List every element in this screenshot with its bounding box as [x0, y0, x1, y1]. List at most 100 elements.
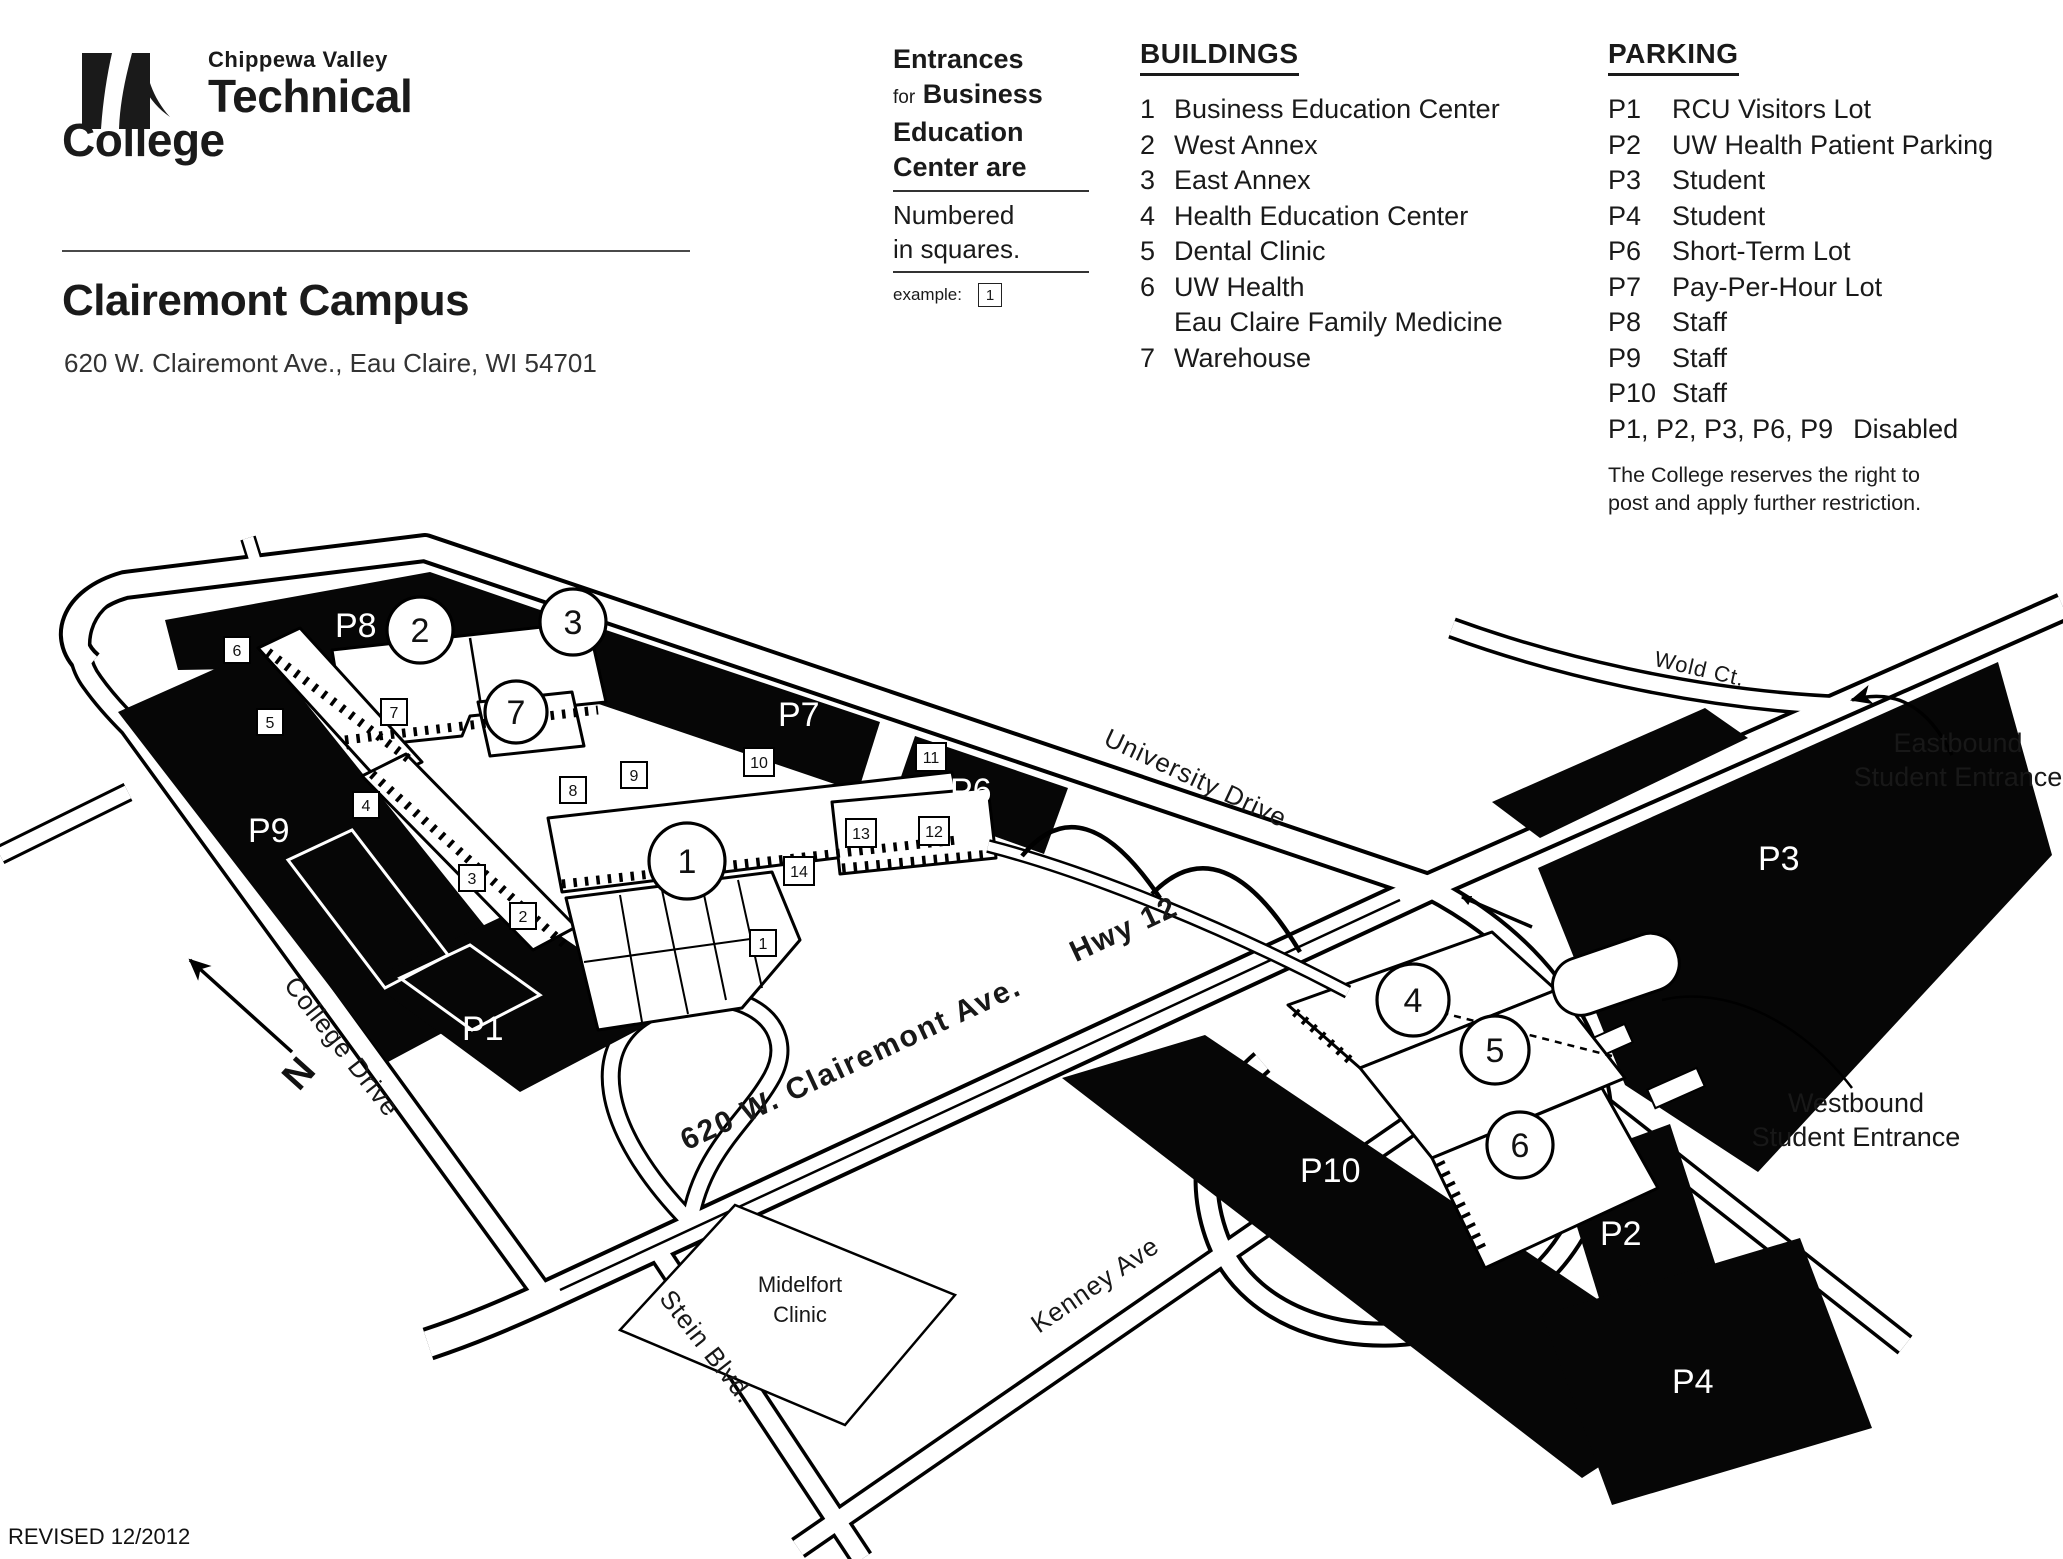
svg-text:8: 8 [569, 783, 578, 800]
svg-text:4: 4 [1404, 982, 1423, 1020]
map-arrows [188, 685, 1954, 1089]
college-logo-icon [82, 53, 170, 129]
entrance-marker-10: 10 [743, 747, 775, 777]
svg-text:4: 4 [362, 798, 371, 815]
entrance-marker-13: 13 [845, 818, 877, 848]
campus-address: 620 W. Clairemont Ave., Eau Claire, WI 5… [64, 348, 597, 378]
logo-text-line2: Technical [208, 70, 413, 122]
parking-lot-p7 [578, 628, 880, 792]
annex-divider-line [468, 637, 484, 713]
entrances-note-line4: Center are [893, 150, 1089, 192]
entrances-note-line6: in squares. [893, 232, 1089, 273]
revised-date: REVISED 12/2012 [8, 1524, 191, 1549]
parking-lot-p3 [1538, 662, 2052, 1172]
building-item-cont: Eau Claire Family Medicine [1174, 307, 1503, 337]
entrance-marker-7: 7 [380, 698, 408, 726]
svg-text:14: 14 [790, 864, 808, 881]
westbound-entrance-leader [1661, 995, 1853, 1089]
clairemont-median-line [559, 898, 1401, 1292]
building-marker-6: 6 [1485, 1110, 1555, 1180]
svg-text:6: 6 [233, 643, 242, 660]
building-marker-7: 7 [483, 679, 549, 745]
logo-text-line3: College [62, 114, 225, 166]
lot-label-p1: P1 [462, 1010, 504, 1048]
window-band [369, 770, 567, 948]
building-markers: 1 2 3 4 5 6 7 [385, 587, 1555, 1180]
college-logo: Chippewa Valley Technical College [62, 45, 702, 245]
lot-label-p9: P9 [248, 812, 290, 850]
svg-text:3: 3 [468, 871, 477, 888]
svg-text:13: 13 [852, 826, 870, 843]
p1-interior-outline [397, 943, 543, 1032]
bridge-arch [1020, 824, 1162, 900]
entrance-marker-8: 8 [559, 776, 587, 804]
entrance-marker-12: 12 [918, 816, 950, 846]
entrances-note-line3: Education [893, 117, 1024, 147]
entrance-marker-1: 1 [749, 929, 777, 957]
building-marker-4: 4 [1375, 962, 1451, 1038]
example-square-marker: 1 [977, 283, 1002, 307]
campus-entrance-arrow [1461, 895, 1533, 929]
svg-text:3: 3 [564, 604, 583, 642]
entrances-note-line5: Numbered [893, 200, 1015, 230]
eastbound-entrance-arrow [1850, 685, 1954, 756]
svg-text:7: 7 [390, 705, 399, 722]
buildings-legend-title: BUILDINGS [1140, 38, 1299, 76]
pedestrian-bridge [986, 824, 1352, 999]
svg-text:10: 10 [750, 755, 768, 772]
parking-lot-p3-north-strip [1492, 708, 1748, 838]
midelfort-clinic-label-line1: Midelfort [758, 1272, 842, 1297]
building-bec-west-wing-upper [256, 626, 424, 784]
svg-text:7: 7 [507, 694, 526, 732]
parking-lot-p1 [368, 908, 672, 1092]
svg-text:9: 9 [630, 768, 639, 785]
entrance-markers: 1 2 3 4 5 6 7 8 9 10 11 12 13 14 [223, 636, 950, 957]
svg-text:11: 11 [923, 750, 940, 767]
lot-label-p7: P7 [778, 696, 820, 734]
road-label-hwy12: Hwy 12 [1065, 890, 1184, 969]
entrances-note-line1: Entrances [893, 44, 1024, 74]
westbound-entrance-label-line2: Student Entrance [1752, 1122, 1961, 1152]
parking-lot-p4 [1542, 1238, 1872, 1505]
building-marker-5: 5 [1459, 1014, 1531, 1086]
p3-crosswalk-notch [1645, 1066, 1707, 1110]
entrance-marker-4: 4 [352, 791, 380, 819]
eastbound-entrance-label-line1: Eastbound [1893, 728, 2022, 758]
svg-text:2: 2 [519, 909, 528, 926]
title-divider [62, 250, 690, 252]
lot-label-p10: P10 [1300, 1152, 1361, 1190]
window-band [841, 849, 991, 873]
entrance-marker-3: 3 [458, 864, 486, 892]
window-band [561, 835, 958, 889]
entrances-note-line2: for Business [893, 79, 1043, 109]
entrance-marker-14: 14 [783, 856, 815, 886]
building-marker-3: 3 [538, 587, 608, 657]
entrance-marker-5: 5 [256, 708, 284, 736]
north-compass-label: N [274, 1050, 324, 1099]
page-title: Clairemont Campus [62, 276, 470, 325]
svg-text:5: 5 [1486, 1032, 1505, 1070]
svg-text:5: 5 [266, 715, 275, 732]
svg-text:1: 1 [678, 843, 697, 881]
window-band [344, 705, 599, 745]
north-arrow [188, 958, 294, 1054]
window-band [1292, 1008, 1355, 1066]
building-marker-2: 2 [385, 595, 455, 665]
svg-text:12: 12 [925, 824, 943, 841]
parking-lot-p10 [1062, 1035, 1725, 1478]
